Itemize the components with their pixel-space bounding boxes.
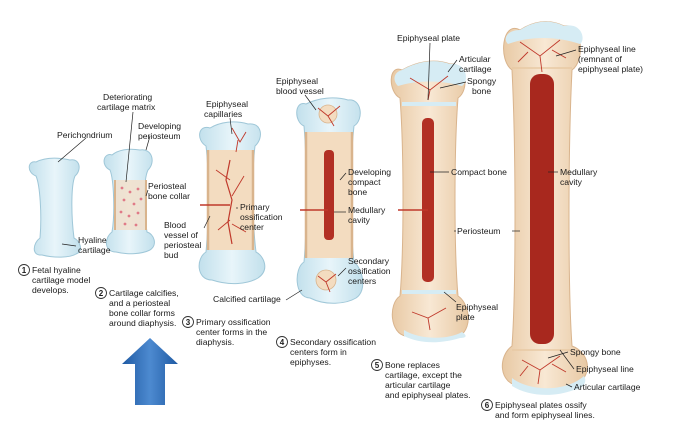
label-epiphyseal-line-2: (remnant of [578,54,623,64]
step-5-line-2: cartilage, except the [385,370,462,380]
step-5-line-1: Bone replaces [385,360,440,370]
step-1-line-2: cartilage model [32,275,90,285]
label-developing-periosteum-1: Developing [138,121,181,131]
bone-stage-3 [198,121,266,285]
label-perichondrium: Perichondrium [57,130,112,140]
label-epiphyseal-vessel-2: blood vessel [276,86,324,96]
label-secondary-centers-3: centers [348,276,376,286]
label-blood-vessel-4: bud [164,250,179,260]
step-2-line-3: bone collar forms [109,308,175,318]
step-number-badge [18,264,30,276]
step-2-line-2: and a periosteal [109,298,170,308]
label-hyaline-2: cartilage [78,245,111,255]
step-number: 3 [186,318,191,327]
step-3-line-1: Primary ossification [196,317,271,327]
label-medullary-6-2: cavity [560,177,583,187]
label-blood-vessel-3: periosteal [164,240,201,250]
label-periosteal-collar-2: bone collar [148,191,190,201]
label-compact-bone: Compact bone [451,167,507,177]
step-2: 2 Cartilage calcifies, and a periosteal … [95,287,179,328]
part-labels: Perichondrium Hyaline cartilage Deterior… [57,33,643,392]
step-6: 6 Epiphyseal plates ossify and form epip… [481,399,595,420]
step-number-badge [182,316,194,328]
label-epiphyseal-capillaries-2: capillaries [204,109,242,119]
step-number-badge [276,336,288,348]
label-epiphyseal-capillaries-1: Epiphyseal [206,99,248,109]
label-blood-vessel-1: Blood [164,220,186,230]
bone-stage-6 [501,21,588,395]
step-5-line-3: articular cartilage [385,380,451,390]
step-number: 5 [375,361,380,370]
label-epiphyseal-plate-5-1: Epiphyseal [456,302,498,312]
bone-stage-2 [103,148,155,255]
step-4: 4 Secondary ossification centers form in… [276,336,376,367]
label-developing-compact-1: Developing [348,167,391,177]
label-spongy-bone-5-1: Spongy [467,76,497,86]
step-number-badge [481,399,493,411]
label-developing-compact-2: compact [348,177,381,187]
step-number: 4 [280,338,285,347]
step-2-line-4: around diaphysis. [109,318,176,328]
step-1: 1 Fetal hyaline cartilage model develops… [18,264,90,295]
bone-stage-1 [28,157,81,258]
step-4-line-3: epiphyses. [290,357,331,367]
label-primary-center-1: Primary [240,202,270,212]
step-3-line-2: center forms in the [196,327,267,337]
label-epiphyseal-vessel-1: Epiphyseal [276,76,318,86]
label-periosteum: Periosteum [457,226,500,236]
bone-stage-5 [390,60,469,343]
step-4-line-1: Secondary ossification [290,337,376,347]
label-calcified-cartilage: Calcified cartilage [213,294,281,304]
label-epiphyseal-line-1: Epiphyseal line [578,44,636,54]
step-1-line-3: develops. [32,285,69,295]
step-number: 1 [22,266,27,275]
label-spongy-bone-5-2: bone [472,86,491,96]
label-epiphyseal-plate-top: Epiphyseal plate [397,33,460,43]
step-number: 6 [485,401,490,410]
step-3-line-3: diaphysis. [196,337,234,347]
label-medullary-4-2: cavity [348,215,371,225]
label-epiphyseal-line-3: epiphyseal plate) [578,64,643,74]
label-epiphyseal-plate-5-2: plate [456,312,475,322]
step-2-line-1: Cartilage calcifies, [109,288,179,298]
leader-lines [57,42,577,388]
label-developing-compact-3: bone [348,187,367,197]
label-secondary-centers-1: Secondary [348,256,390,266]
label-articular-cartilage-6: Articular cartilage [574,382,641,392]
step-captions: 1 Fetal hyaline cartilage model develops… [18,264,595,420]
label-deteriorating-2: cartilage matrix [97,102,156,112]
label-medullary-4-1: Medullary [348,205,386,215]
label-secondary-centers-2: ossification [348,266,391,276]
label-medullary-6-1: Medullary [560,167,598,177]
label-blood-vessel-2: vessel of [164,230,199,240]
step-number-badge [95,287,107,299]
label-primary-center-3: center [240,222,264,232]
step-1-line-1: Fetal hyaline [32,265,81,275]
label-articular-cartilage-5-1: Articular [459,54,491,64]
step-5-line-4: and epiphyseal plates. [385,390,471,400]
label-periosteal-collar-1: Periosteal [148,181,186,191]
step-6-line-2: and form epiphyseal lines. [495,410,595,420]
label-hyaline-1: Hyaline [78,235,107,245]
step-4-line-2: centers form in [290,347,347,357]
label-deteriorating-1: Deteriorating [103,92,152,102]
label-developing-periosteum-2: periosteum [138,131,181,141]
label-epiphyseal-line-6: Epiphyseal line [576,364,634,374]
label-articular-cartilage-5-2: cartilage [459,64,492,74]
bone-stage-4 [296,97,364,304]
step-6-line-1: Epiphyseal plates ossify [495,400,587,410]
step-3: 3 Primary ossification center forms in t… [182,316,271,347]
label-primary-center-2: ossification [240,212,283,222]
up-arrow-icon [122,338,178,405]
step-5: 5 Bone replaces cartilage, except the ar… [371,359,471,400]
label-spongy-bone-6: Spongy bone [570,347,621,357]
step-number-badge [371,359,383,371]
step-number: 2 [99,289,104,298]
